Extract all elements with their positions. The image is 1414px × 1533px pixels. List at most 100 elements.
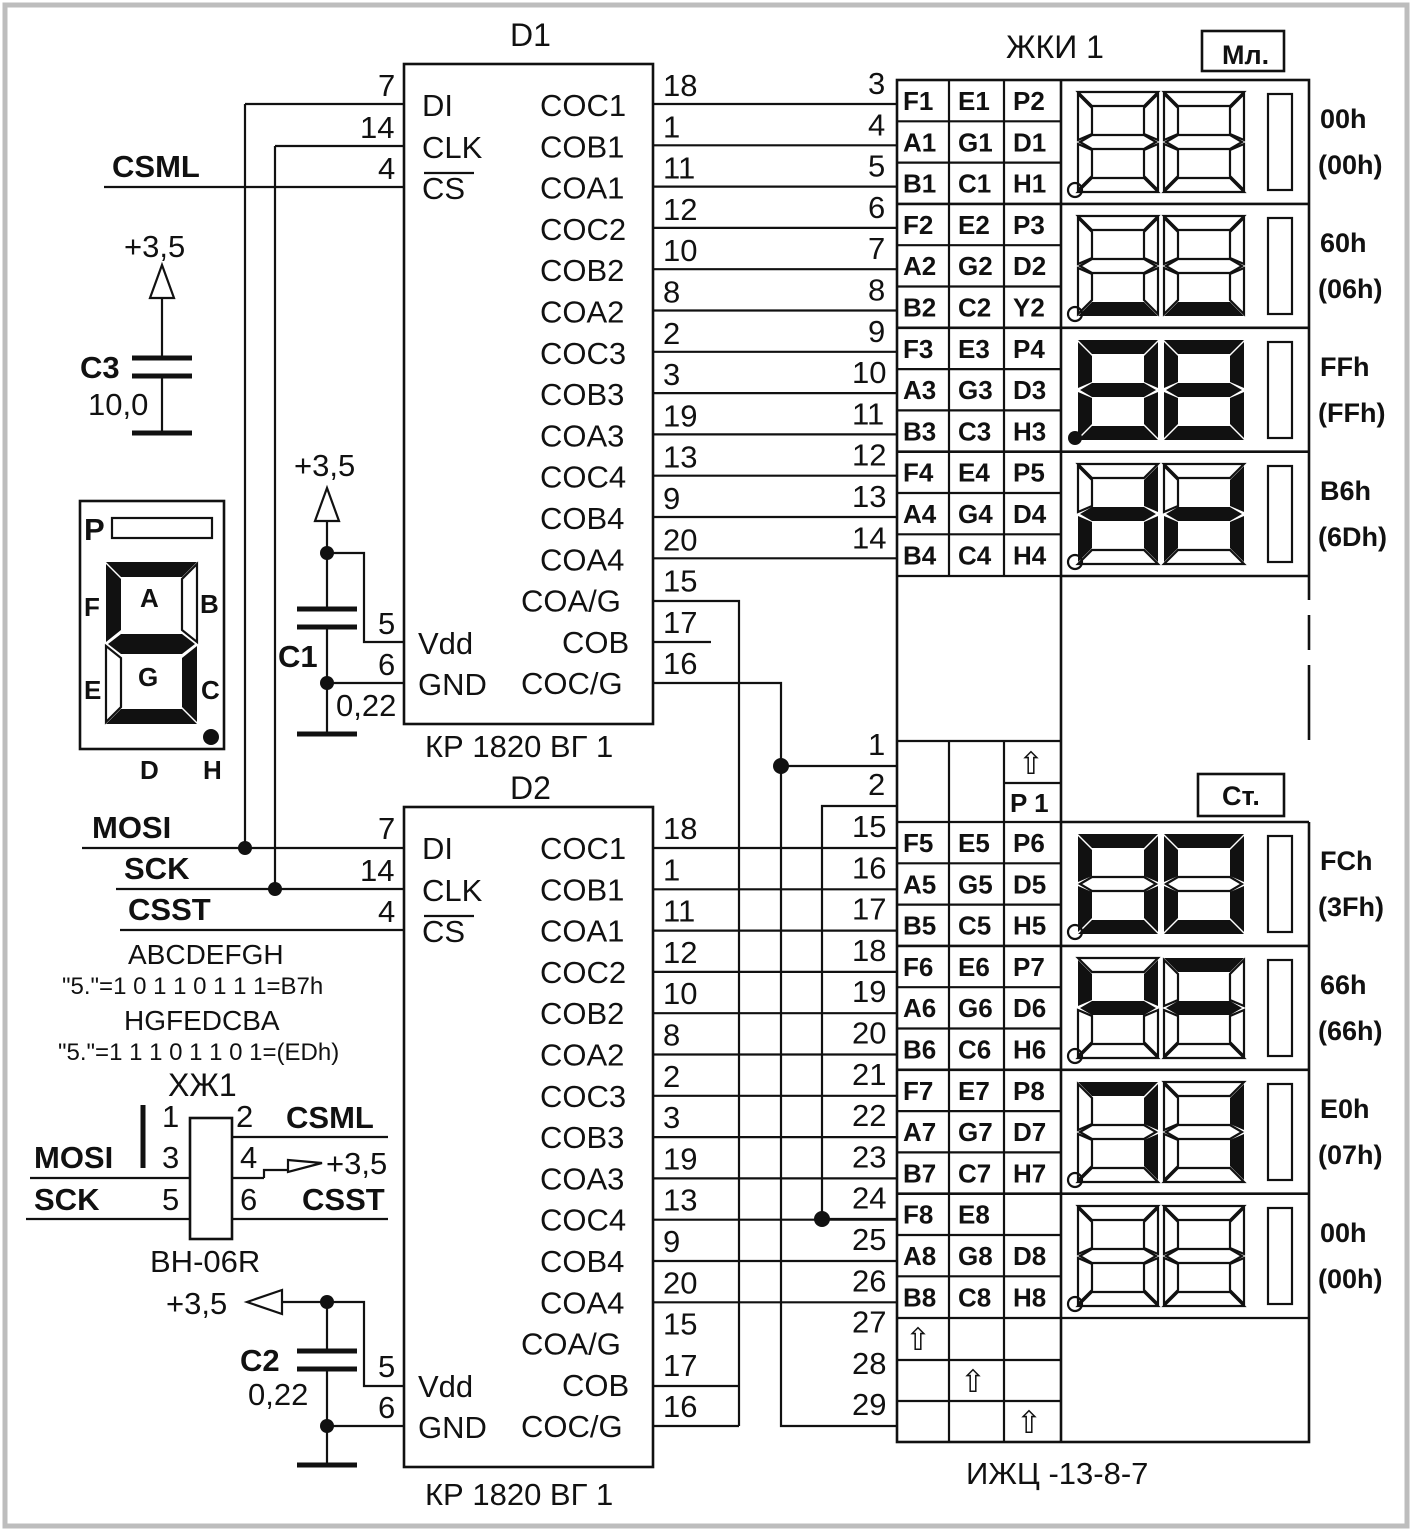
chip-pin-name: Vdd <box>418 1369 473 1404</box>
lcd-cell-label: C4 <box>958 540 992 570</box>
lcd-segment-a <box>1164 340 1244 354</box>
lcd-cell-label: E4 <box>958 458 990 488</box>
lcd-segment-e <box>1076 266 1094 317</box>
lcd-dot-segment <box>1066 923 1084 941</box>
lcd-segment-b <box>1144 1084 1158 1130</box>
lcd-segment-e <box>1164 886 1178 932</box>
lcd-colon-segment <box>1266 1206 1294 1306</box>
chip-pin-number: 1 <box>663 109 680 144</box>
lcd-segment-d <box>1161 1166 1247 1184</box>
lcd-segment-e <box>1076 1132 1094 1183</box>
chip-pin-number: 9 <box>663 481 680 516</box>
lcd-digit-code-alt: (66h) <box>1318 1016 1383 1046</box>
chip-d1-right-pins: 18COC11COB111COA112COC210COB28COA22COC33… <box>521 68 697 701</box>
legend-label-a: A <box>140 583 159 613</box>
lcd-pin-number: 4 <box>868 107 885 142</box>
chip-pin-number: 7 <box>378 811 395 846</box>
legend-label-f: F <box>84 592 100 622</box>
lcd-colon-segment <box>1266 92 1294 192</box>
lcd-digit-code-alt: (07h) <box>1318 1140 1383 1170</box>
csst-label: CSST <box>128 892 211 927</box>
c3-supply: +3,5 <box>124 229 185 264</box>
chip-pin-number: 12 <box>663 935 697 970</box>
lcd-segment-f <box>1078 836 1092 882</box>
lcd-segment-g <box>1080 507 1156 521</box>
lcd-dot-segment <box>1066 181 1084 199</box>
chip-pin-name: COB2 <box>540 996 624 1031</box>
lcd-cell-label: G7 <box>958 1117 993 1147</box>
lcd-cell-label: B1 <box>903 169 936 199</box>
lcd-segment-b <box>1228 215 1246 266</box>
lcd-segment-a <box>1078 834 1158 848</box>
chip-pin-name: COA3 <box>540 1161 624 1196</box>
lcd-group-label-low-frame <box>1200 29 1286 73</box>
c2-vdd-wire <box>327 1300 404 1388</box>
chip-pin-number: 16 <box>663 1389 697 1424</box>
chip-d1-part: КР 1820 ВГ 1 <box>425 729 613 764</box>
connector-label-sck: SCK <box>34 1182 100 1217</box>
lcd-colon-segment <box>1266 834 1294 934</box>
lcd-cell-label: G6 <box>958 993 993 1023</box>
c2-supply: +3,5 <box>166 1286 227 1321</box>
c1-supply: +3,5 <box>294 448 355 483</box>
lcd-pin-number: 27 <box>852 1305 886 1340</box>
chip-pin-name: COC1 <box>540 88 626 123</box>
lcd-pin-number: 12 <box>852 438 886 473</box>
lcd-pin-number: 8 <box>868 273 885 308</box>
lcd-pin-number: 6 <box>868 190 885 225</box>
mosi-junction <box>238 841 252 855</box>
legend-label-h: H <box>203 755 222 785</box>
chip-pin-name: COC4 <box>540 1203 626 1238</box>
lcd-cell-label: C2 <box>958 293 991 323</box>
lcd-cell-label: C3 <box>958 416 991 446</box>
lcd-segment-b <box>1228 1205 1246 1256</box>
capacitor-c2: +3,5 C2 0,22 <box>166 1286 404 1468</box>
chip-pin-name: GND <box>418 667 487 702</box>
lcd-segment-a <box>1164 834 1244 848</box>
chip-pin-name: COA4 <box>540 1285 624 1320</box>
lcd-body <box>895 78 1311 1444</box>
chip-pin-name: COB1 <box>540 129 624 164</box>
lcd-segment-a <box>1161 1204 1247 1222</box>
chip-pin-number: 15 <box>663 1307 697 1342</box>
lcd-segment-d <box>1164 302 1244 316</box>
chip-pin-number: 8 <box>663 1018 680 1053</box>
chip-pin-number: 18 <box>663 68 697 103</box>
lcd-segment-c <box>1142 266 1160 317</box>
lcd-arrow-30: ⇧ <box>1016 1405 1042 1440</box>
lcd-cell-label: G5 <box>958 869 993 899</box>
lcd-segment-c <box>1144 886 1158 932</box>
lcd-segment-c <box>1144 516 1158 562</box>
chip-pin-name: COC2 <box>540 955 626 990</box>
lcd-cell-label: P2 <box>1013 86 1045 116</box>
lcd-digit-code: FFh <box>1320 352 1369 382</box>
capacitor-c1: +3,5 C1 0,22 <box>278 448 404 737</box>
chip-pin-number: 14 <box>360 110 394 145</box>
chip-pin-number: 20 <box>663 1265 697 1300</box>
lcd-pin-number: 7 <box>868 231 885 266</box>
chip-pin-number: 10 <box>663 233 697 268</box>
lcd-digit-code-alt: (3Fh) <box>1318 892 1384 922</box>
lcd-arrow-29: ⇧ <box>960 1364 986 1399</box>
chip-pin-name: GND <box>418 1410 487 1445</box>
lcd-cell-label: D7 <box>1013 1117 1046 1147</box>
chip-pin-name: COB4 <box>540 501 624 536</box>
lcd-group-label-high-frame <box>1196 772 1286 818</box>
lcd-pin-number: 28 <box>852 1346 886 1381</box>
lcd-cell-label: G3 <box>958 375 993 405</box>
lcd-colon-segment <box>1266 340 1294 440</box>
lcd-part: ИЖЦ -13-8-7 <box>966 1456 1148 1491</box>
chip-pin-name: DI <box>422 831 453 866</box>
chip-pin-name: COC/G <box>521 1409 623 1444</box>
chip-pin-name: COC/G <box>521 666 623 701</box>
connector-part: BH-06R <box>150 1244 260 1279</box>
lcd-segment-d <box>1075 1042 1161 1060</box>
lcd-cell-label: G8 <box>958 1241 993 1271</box>
c3-ref: C3 <box>80 350 120 385</box>
legend-label-p: P <box>84 512 105 547</box>
lcd-cell-label: F1 <box>903 86 933 116</box>
lcd-pin-number: 20 <box>852 1016 886 1051</box>
lcd-cell-label: D1 <box>1013 127 1046 157</box>
